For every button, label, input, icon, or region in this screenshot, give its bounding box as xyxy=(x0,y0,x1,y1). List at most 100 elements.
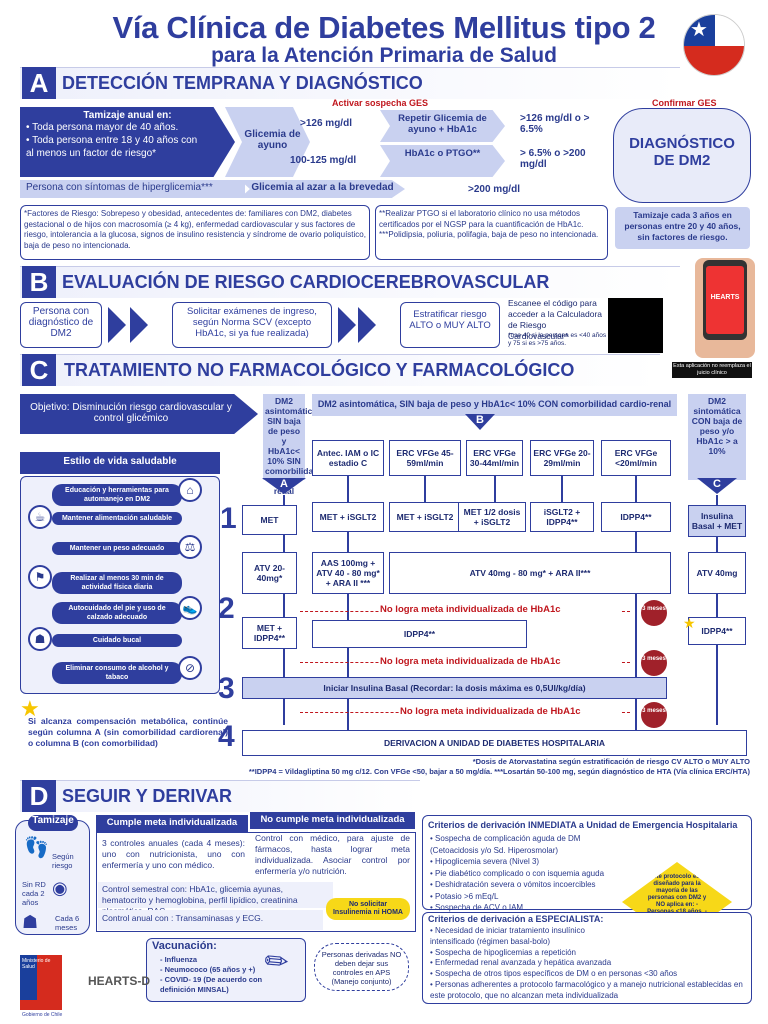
especialista-title: Criterios de derivación a ESPECIALISTA: xyxy=(428,914,604,924)
azar-value: >200 mg/dl xyxy=(468,184,520,195)
vacunacion-title: Vacunación: xyxy=(152,940,217,952)
step-3: 3 xyxy=(218,672,235,705)
glicemia-azar: Glicemia al azar a la brevedad xyxy=(240,180,405,198)
no-cumple-meta-header: No cumple meta individualizada xyxy=(250,812,415,829)
hba1c-ptgo: HbA1c o PTGO** xyxy=(380,145,505,177)
met-idpp4: MET + IDPP4** xyxy=(242,617,297,649)
tamizaje-3-anos: Tamizaje cada 3 años en personas entre 2… xyxy=(615,207,750,249)
edad-nota: *use 40 si la persona es <40 años y 75 s… xyxy=(508,332,607,347)
urgencia-list: • Sospecha de complicación aguda de DM (… xyxy=(430,833,620,914)
estilo-4: Realizar al menos 30 min de actividad fí… xyxy=(52,572,182,594)
estratificar-riesgo: Estratificar riesgo ALTO o MUY ALTO xyxy=(400,302,500,348)
section-c-letter: C xyxy=(22,354,56,386)
urg-item: • Potasio >6 mEq/L xyxy=(430,891,499,901)
escanee-text: Escanee el código para acceder a la Calc… xyxy=(508,298,603,341)
urg-item: • Sospecha de complicación aguda de DM (… xyxy=(430,834,581,855)
g100: 100-125 mg/dl xyxy=(290,155,357,166)
shoe-icon: 👟 xyxy=(178,596,202,620)
section-d-letter: D xyxy=(22,780,56,812)
g126: >126 mg/dl xyxy=(300,118,352,129)
scale-icon: ⚖ xyxy=(178,535,202,559)
urg-item: • Pie diabético complicado o con isquemi… xyxy=(430,868,605,878)
food-icon: ☕ xyxy=(28,505,52,529)
urg-item: • Hipoglicemia severa (Nivel 3) xyxy=(430,857,540,866)
objetivo: Objetivo: Disminución riesgo cardiovascu… xyxy=(20,394,258,434)
vac-3: - COVID- 19 (De acuerdo con definición M… xyxy=(160,975,263,994)
col-c-tag: C xyxy=(697,478,737,494)
no-cumple-text: Control con médico, para ajuste de fárma… xyxy=(255,833,410,876)
no-logra-3: No logra meta individualizada de HbA1c xyxy=(400,706,620,717)
tooth-icon: ☗ xyxy=(28,627,52,651)
r1-idpp4: IDPP4** xyxy=(601,502,671,532)
glicemia-ayuno: Glicemia de ayuno xyxy=(225,107,310,177)
section-b-letter: B xyxy=(22,266,56,298)
tamizaje-title: Tamizaje anual en: xyxy=(83,110,172,121)
especialista-list: • Necesidad de iniciar tratamiento insul… xyxy=(430,926,748,1002)
step-2: 2 xyxy=(218,592,235,625)
ministerio-logo: Ministerio de Salud xyxy=(20,955,62,1010)
repetir-glicemia: Repetir Glicemia de ayuno + HbA1c xyxy=(380,110,505,142)
control-semestral: Control semestral con: HbA1c, glicemia a… xyxy=(98,882,333,916)
sub-erc20: ERC VFGe 20-29ml/min xyxy=(530,440,594,476)
especialista-panel xyxy=(422,912,752,1004)
hand-phone-icon: HEARTS xyxy=(695,258,755,358)
qr-code-icon[interactable] xyxy=(608,298,663,353)
sub-iam: Antec. IAM o IC estadio C xyxy=(312,440,384,476)
r1-met-half: MET 1/2 dosis + iSGLT2 xyxy=(458,502,526,532)
col-b-header: DM2 asintomática, SIN baja de peso y HbA… xyxy=(312,394,677,416)
urgencia-title: Criterios de derivación INMEDIATA a Unid… xyxy=(428,820,738,830)
factores-riesgo: *Factores de Riesgo: Sobrepeso y obesida… xyxy=(20,205,370,260)
star-icon: ★ xyxy=(683,615,696,631)
idpp4-c: IDPP4** xyxy=(688,617,746,645)
esp-item: • Sospecha de otros tipos específicos de… xyxy=(430,969,678,979)
estilo-3: Mantener un peso adecuado xyxy=(52,542,182,555)
fn-dosis: *Dosis de Atorvastatina según estratific… xyxy=(472,757,750,766)
step-1: 1 xyxy=(220,502,237,535)
idpp4-b: IDPP4** xyxy=(312,620,527,648)
no-logra-2: No logra meta individualizada de HbA1c xyxy=(380,656,620,667)
persona-dm2: Persona con diagnóstico de DM2 xyxy=(20,302,102,348)
sub-erc30: ERC VFGe 30-44ml/min xyxy=(466,440,523,476)
section-b-title: EVALUACIÓN DE RIESGO CARDIOCEREBROVASCUL… xyxy=(62,272,550,292)
chevron-right-icon xyxy=(338,307,356,343)
col-a-header: DM2 asintomática, SIN baja de peso y HbA… xyxy=(263,394,319,496)
diagnostico-dm2: DIAGNÓSTICO DE DM2 xyxy=(613,108,751,203)
section-a-bar xyxy=(20,67,680,99)
meses-1: 3 meses xyxy=(641,600,667,626)
ptgo-note: **Realizar PTGO si el laboratorio clínic… xyxy=(375,205,608,260)
eye-icon: ◉ xyxy=(52,878,68,898)
personas-derivadas: Personas derivadas NO deben dejar sus co… xyxy=(314,943,409,991)
aas-atv: AAS 100mg + ATV 40 - 80 mg* + ARA II *** xyxy=(312,552,384,594)
cada-6: Cada 6 meses xyxy=(55,914,80,932)
star-icon: ★ xyxy=(20,696,40,721)
solicitar-examenes: Solicitar exámenes de ingreso, según Nor… xyxy=(172,302,332,348)
page-title: Vía Clínica de Diabetes Mellitus tipo 2 xyxy=(112,10,656,45)
r1-insulina-met: Insulina Basal + MET xyxy=(688,505,746,537)
r126: >126 mg/dl o > 6.5% xyxy=(520,113,590,135)
no-smoking-icon: ⊘ xyxy=(178,656,202,680)
tamizaje-item-2: • Toda persona entre 18 y 40 años con al… xyxy=(26,135,198,159)
chile-flag-icon: ★ xyxy=(683,14,745,76)
estilo-vida-title: Estilo de vida saludable xyxy=(20,452,220,474)
cumple-text: 3 controles anuales (cada 4 meses): uno … xyxy=(102,838,245,870)
section-a-letter: A xyxy=(22,67,56,99)
h65: > 6.5% o >200 mg/dl xyxy=(520,148,586,170)
r1-met-isglt2-a: MET + iSGLT2 xyxy=(312,502,384,532)
meses-2: 3 meses xyxy=(641,650,667,676)
estilo-7: Eliminar consumo de alcohol y tabaco xyxy=(52,662,182,684)
section-b-bar xyxy=(20,266,680,298)
estilo-1: Educación y herramientas para automanejo… xyxy=(52,484,182,506)
esp-item: • Necesidad de iniciar tratamiento insul… xyxy=(430,926,585,946)
gobierno-text: Gobierno de Chile xyxy=(22,1012,63,1018)
education-icon: ⌂ xyxy=(178,478,202,502)
vacunacion-panel xyxy=(146,938,306,1002)
section-a-title: DETECCIÓN TEMPRANA Y DIAGNÓSTICO xyxy=(62,73,423,93)
control-anual: Control anual con : Transaminasas y ECG. xyxy=(98,910,323,930)
r1-isglt2-idpp4: iSGLT2 + IDPP4** xyxy=(530,502,594,532)
sub-erc-lt20: ERC VFGe <20ml/min xyxy=(601,440,671,476)
section-c-title: TRATAMIENTO NO FARMACOLÓGICO Y FARMACOLÓ… xyxy=(64,360,575,380)
tamizaje-anual-box: Tamizaje anual en: • Toda persona mayor … xyxy=(20,107,235,177)
section-d-bar xyxy=(20,780,420,812)
meses-3: 3 meses xyxy=(641,702,667,728)
running-icon: ⚑ xyxy=(28,565,52,589)
